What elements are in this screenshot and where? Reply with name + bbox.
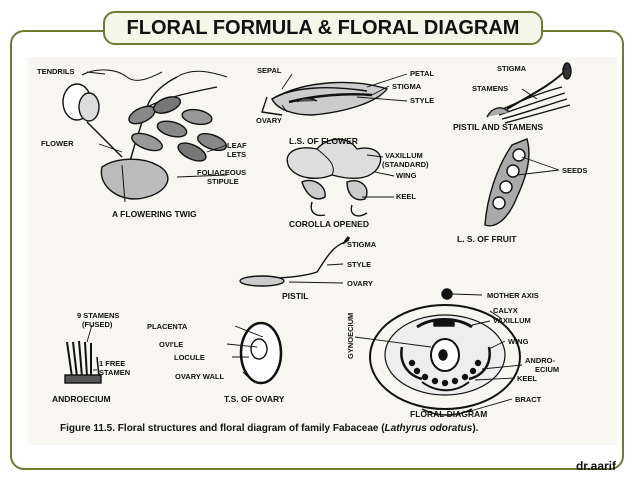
panel-pistil-stamens: PISTIL AND STAMENS <box>453 122 543 132</box>
panel-pistil: PISTIL <box>282 291 308 301</box>
label-vaxillum-2: (STANDARD) <box>382 160 429 169</box>
label-tendrils: TENDRILS <box>37 67 75 76</box>
flowering-twig-drawing <box>62 69 228 203</box>
floral-figure: TENDRILS FLOWER LEAF LETS FOLIACEOUS STI… <box>37 62 587 419</box>
panel-titles: A FLOWERING TWIG L.S. OF FLOWER PISTIL A… <box>52 122 543 419</box>
label-keel-fd: KEEL <box>517 374 537 383</box>
figure-labels: TENDRILS FLOWER LEAF LETS FOLIACEOUS STI… <box>37 64 587 404</box>
ls-fruit-drawing <box>484 138 530 227</box>
pistil-drawing <box>239 236 351 287</box>
label-nine-stamens-2: (FUSED) <box>82 320 113 329</box>
label-stigma-pistil: STIGMA <box>347 240 377 249</box>
panel-corolla: COROLLA OPENED <box>289 219 369 229</box>
label-style-flower: STYLE <box>410 96 434 105</box>
androecium-drawing <box>64 340 102 384</box>
label-placenta: PLACENTA <box>147 322 188 331</box>
figure-area: TENDRILS FLOWER LEAF LETS FOLIACEOUS STI… <box>27 57 617 445</box>
label-keel-corolla: KEEL <box>396 192 416 201</box>
panel-androecium: ANDROECIUM <box>52 394 111 404</box>
label-free-stamen-1: 1 FREE <box>99 359 125 368</box>
floral-diagram-drawing <box>369 288 521 416</box>
title-tab <box>103 11 543 45</box>
label-vaxillum-1: VAXILLUM <box>385 151 423 160</box>
label-mother-axis: MOTHER AXIS <box>487 291 539 300</box>
label-locule: LOCULE <box>174 353 205 362</box>
label-style-pistil: STYLE <box>347 260 371 269</box>
figure-caption: Figure 11.5. Floral structures and flora… <box>60 423 478 434</box>
label-stigma-ps: STIGMA <box>497 64 527 73</box>
label-stamens-ps: STAMENS <box>472 84 508 93</box>
label-ovary-pistil: OVARY <box>347 279 373 288</box>
illustrations <box>62 62 572 416</box>
label-ovary-wall: OVARY WALL <box>175 372 224 381</box>
label-stigma-flower: STIGMA <box>392 82 422 91</box>
label-nine-stamens-1: 9 STAMENS <box>77 311 119 320</box>
panel-ls-flower: L.S. OF FLOWER <box>289 136 358 146</box>
label-gynoecium: GYNOECIUM <box>346 313 355 359</box>
label-bract: BRACT <box>515 395 542 404</box>
caption-main: Figure 11.5. Floral structures and flora… <box>60 423 385 434</box>
panel-ls-fruit: L. S. OF FRUIT <box>457 234 517 244</box>
label-free-stamen-2: STAMEN <box>99 368 130 377</box>
label-andro-1: ANDRO- <box>525 356 555 365</box>
panel-floral-diagram: FLORAL DIAGRAM <box>410 409 487 419</box>
label-vaxillum-fd: VAXILLUM <box>493 316 531 325</box>
panel-twig: A FLOWERING TWIG <box>112 209 197 219</box>
label-seeds: SEEDS <box>562 166 587 175</box>
label-foliaceous-1: FOLIACEOUS <box>197 168 246 177</box>
label-leaflets-1: LEAF <box>227 141 247 150</box>
caption-end: ). <box>472 423 479 434</box>
label-wing-fd: WING <box>508 337 529 346</box>
ts-ovary-drawing <box>239 321 283 385</box>
author-credit: dr.aarif <box>575 459 616 473</box>
label-sepal: SEPAL <box>257 66 282 75</box>
slide-title: FLORAL FORMULA & FLORAL DIAGRAM <box>126 17 520 39</box>
label-foliaceous-2: STIPULE <box>207 177 239 186</box>
pistil-stamens-drawing <box>486 62 572 124</box>
label-leaflets-2: LETS <box>227 150 246 159</box>
label-wing-corolla: WING <box>396 171 417 180</box>
label-petal: PETAL <box>410 69 434 78</box>
label-calyx: CALYX <box>493 306 518 315</box>
label-flower: FLOWER <box>41 139 74 148</box>
label-ovary-flower: OVARY <box>256 116 282 125</box>
ls-flower-drawing <box>261 81 389 116</box>
corolla-drawing <box>286 138 382 217</box>
label-andro-2: ECIUM <box>535 365 559 374</box>
panel-ts-ovary: T.S. OF OVARY <box>224 394 285 404</box>
leader-lines <box>86 68 567 413</box>
caption-species: Lathyrus odoratus <box>384 423 473 434</box>
label-ovule: OVI'LE <box>159 340 183 349</box>
